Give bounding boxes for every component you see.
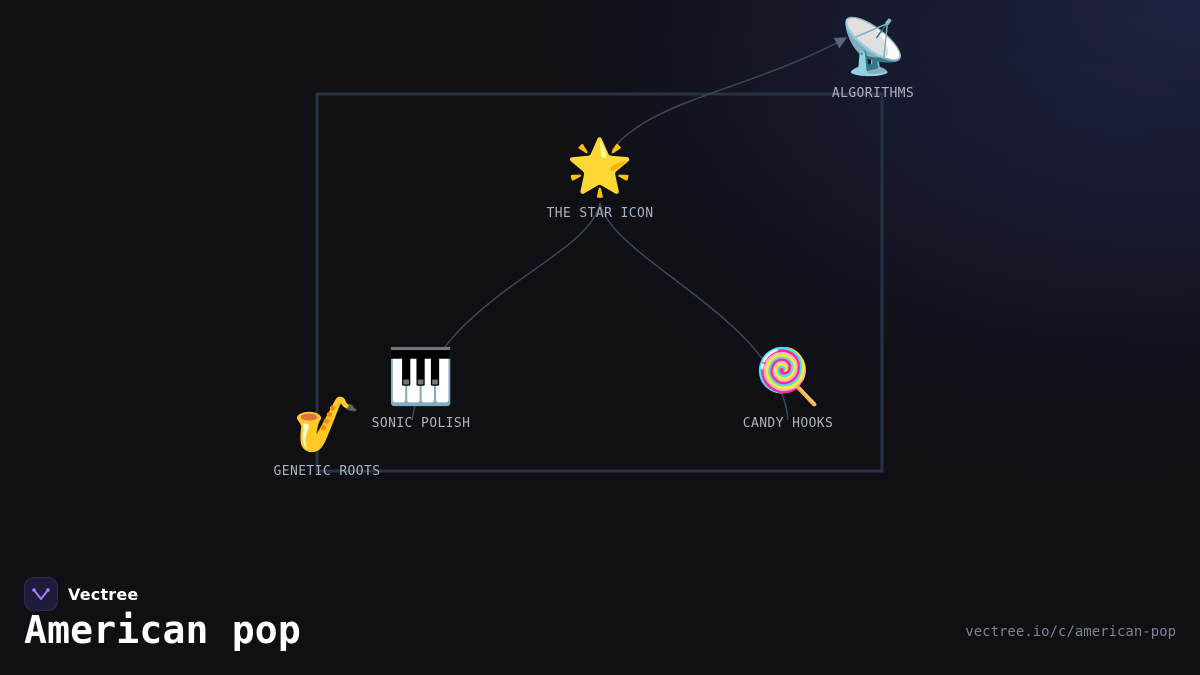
page-title: American pop [24, 608, 301, 652]
node-label: CANDY HOOKS [742, 416, 834, 431]
node-label: GENETIC ROOTS [273, 464, 381, 479]
lollipop-icon: 🍭 [754, 345, 822, 408]
edge-star-to-candy-hooks [599, 202, 789, 421]
node-algorithms[interactable]: 📡 ALGORITHMS [783, 15, 963, 102]
vectree-logo-icon [32, 588, 50, 600]
brand-name: Vectree [68, 584, 139, 604]
node-label: THE STAR ICON [546, 206, 654, 221]
brand: Vectree [24, 577, 139, 611]
node-the-star-icon[interactable]: 🌟 THE STAR ICON [510, 135, 690, 222]
edge-star-to-sonic-polish [411, 202, 601, 421]
vectree-logo [24, 577, 58, 611]
group-frame [315, 92, 884, 473]
node-genetic-roots[interactable]: 🎷 GENETIC ROOTS [237, 393, 417, 480]
node-sonic-polish[interactable]: 🎹 SONIC POLISH [331, 345, 511, 432]
node-label: ALGORITHMS [831, 86, 915, 101]
piano-keyboard-icon: 🎹 [387, 345, 455, 408]
edge-star-to-algorithms [611, 37, 848, 151]
node-label: SONIC POLISH [371, 416, 471, 431]
glowing-star-icon: 🌟 [566, 135, 634, 198]
satellite-dish-icon: 📡 [839, 15, 907, 78]
saxophone-icon: 🎷 [293, 393, 361, 456]
page-url[interactable]: vectree.io/c/american-pop [965, 624, 1176, 640]
node-candy-hooks[interactable]: 🍭 CANDY HOOKS [698, 345, 878, 432]
